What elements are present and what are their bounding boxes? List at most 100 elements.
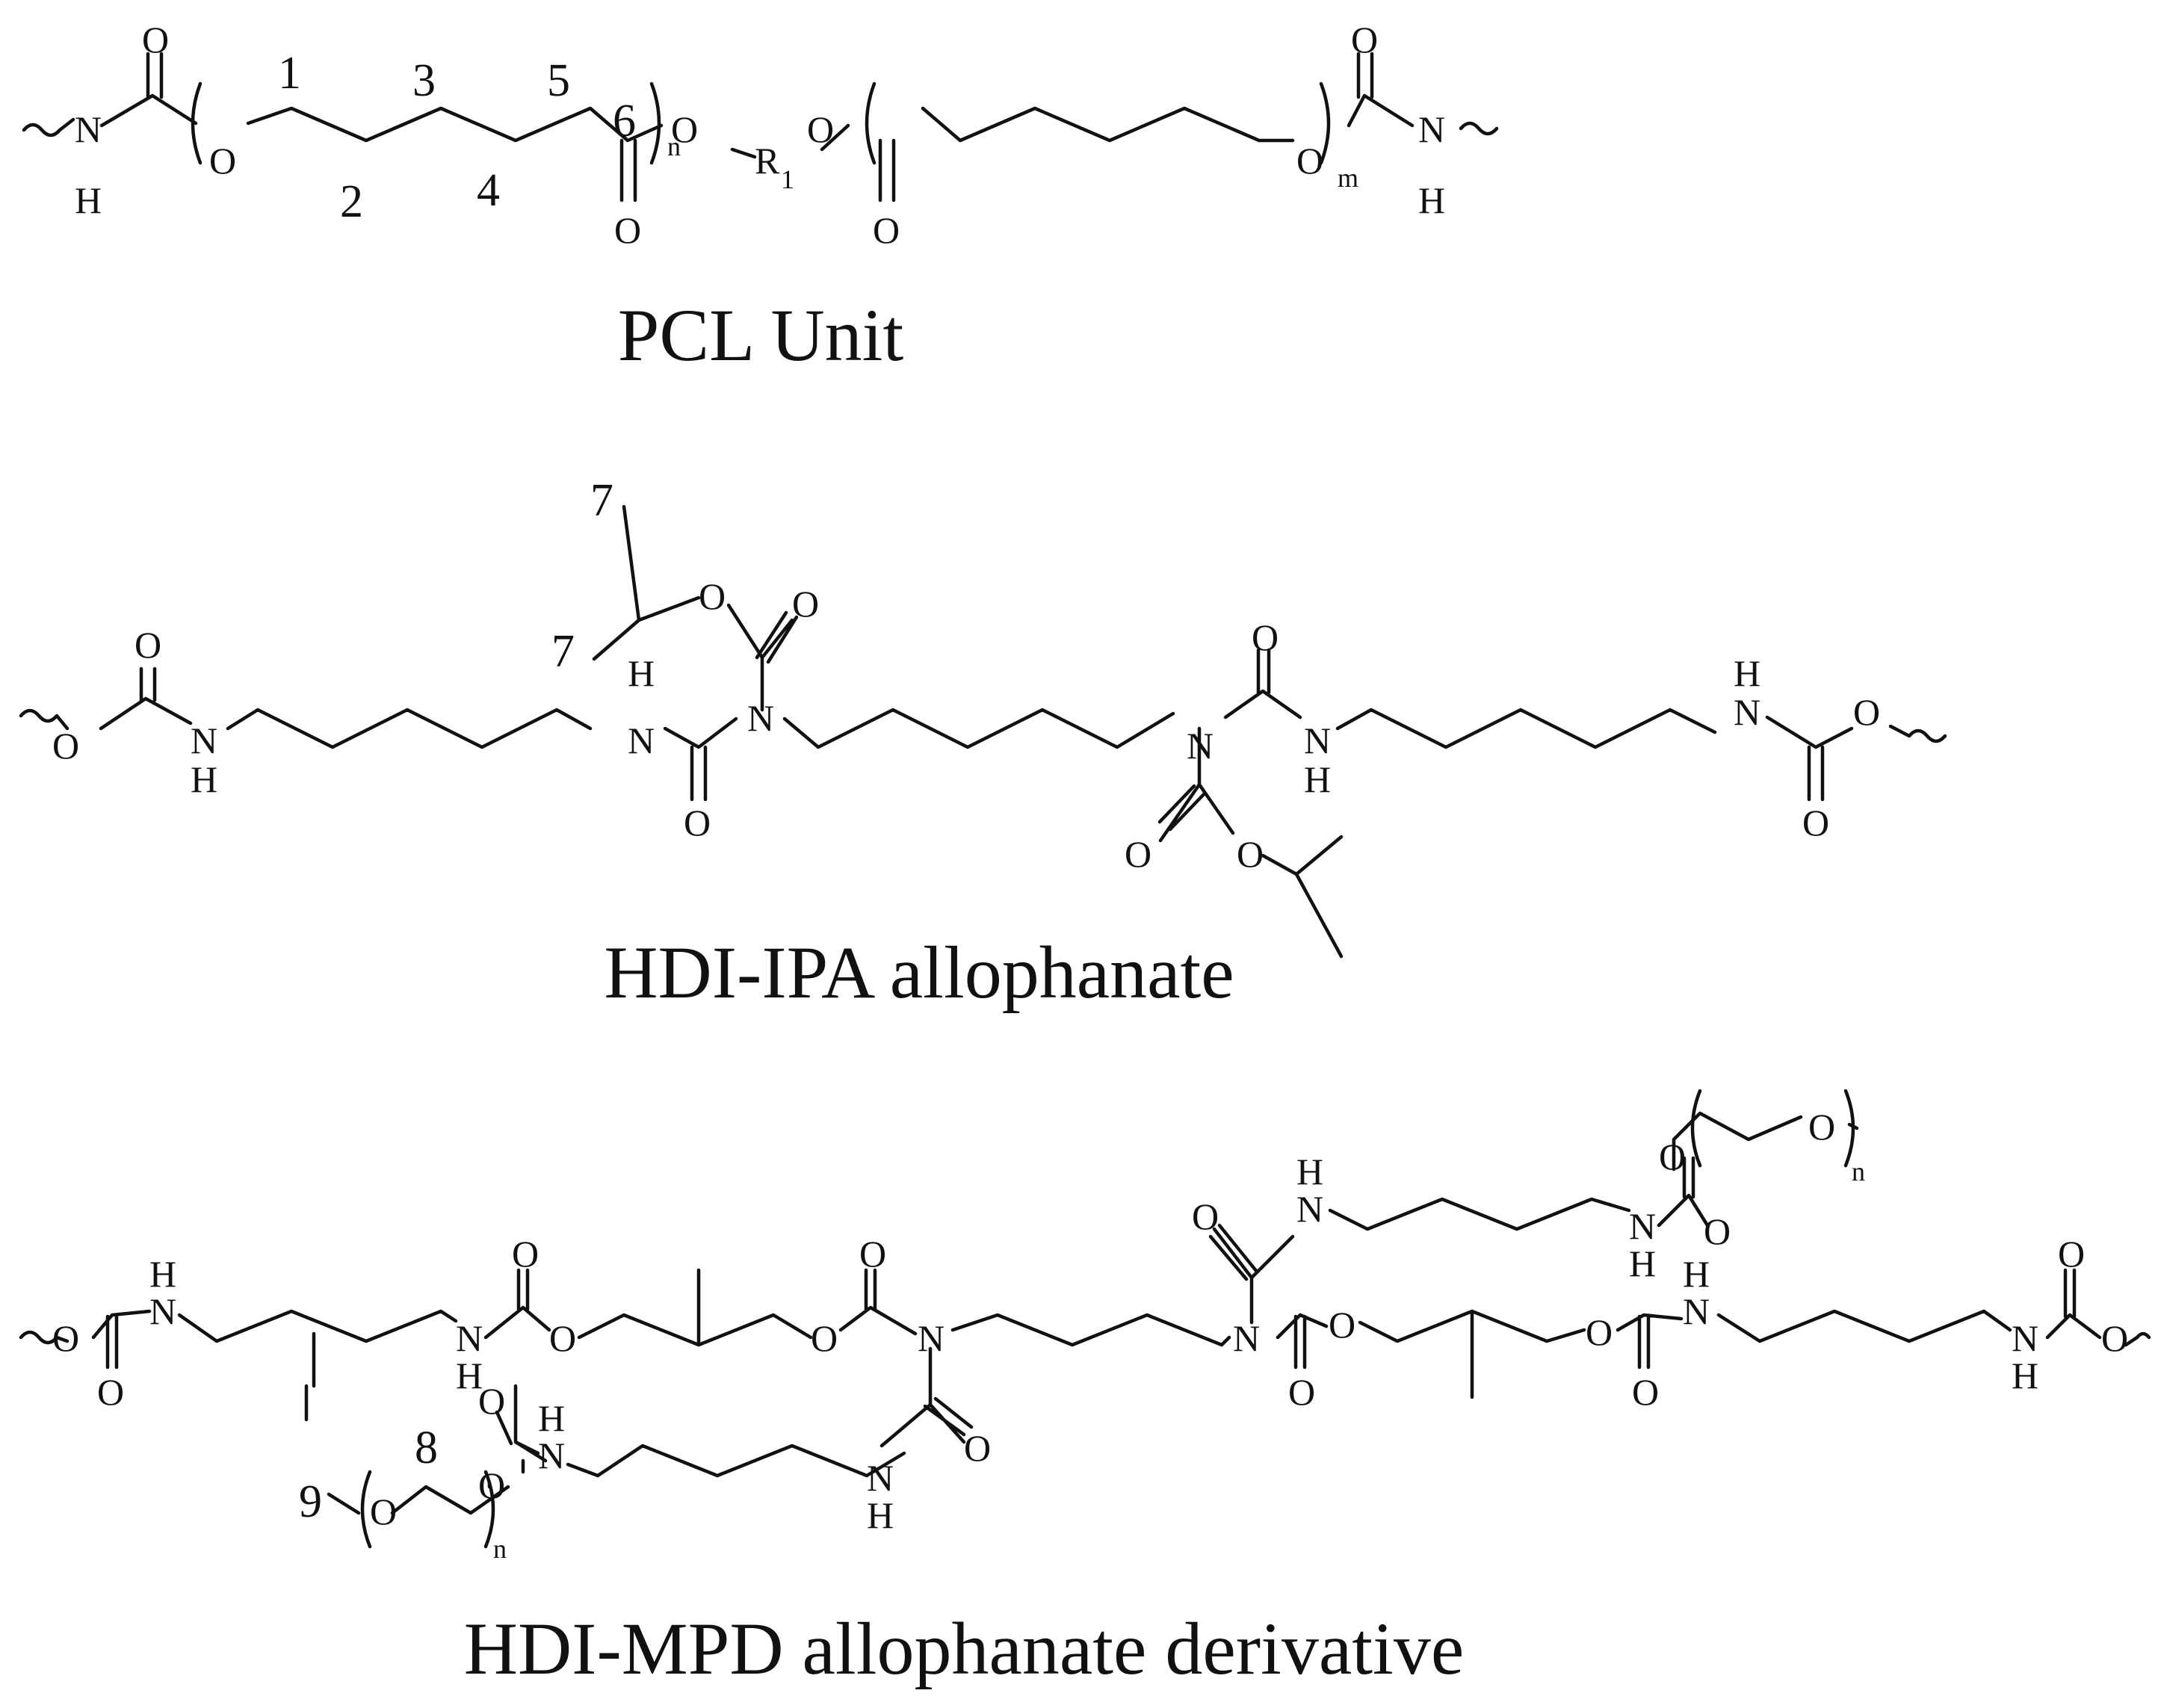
mpd-subscript-n-right: n [1852,1157,1865,1186]
pcl-unit-structure: N H O O O n O R 1 O O O m O N H 1 2 3 4 … [22,19,1499,251]
pcl-o-ester-right: O [1296,140,1323,182]
ipa-o-carbonyl-3: O [792,583,819,625]
pcl-h-left: H [75,179,102,221]
mpd-o-peg-left: O [370,1491,397,1532]
mpd-h-4: H [538,1397,565,1439]
mpd-peg-bonds [327,1458,525,1515]
mpd-n-allophanate-1: N [918,1317,945,1359]
mpd-o-ester-5: O [1329,1304,1355,1346]
caption-pcl-unit: PCL Unit [618,294,904,377]
ipa-h-2: H [628,652,655,694]
hdi-mpd-allophanate-structure: O O N H N H O O O O N O N H N H O O O n … [19,1089,2151,1564]
mpd-h-7: H [1683,1253,1710,1295]
ipa-h-3: H [1304,758,1331,800]
mpd-o-carbonyl-6: O [1192,1195,1219,1237]
pcl-bracket-m-open [865,81,877,165]
ipa-o-carbonyl-6: O [1802,802,1829,844]
pcl-label-5: 5 [547,55,570,106]
ipa-h-1: H [191,758,217,800]
mpd-o-carbonyl-8: O [1288,1371,1315,1413]
ipa-n-allophanate-2: N [1187,725,1214,767]
caption-hdi-mpd-allophanate-derivative: HDI-MPD allophanate derivative [464,1607,1464,1690]
ipa-label-7-bottom: 7 [551,626,575,677]
mpd-n-3: N [867,1457,894,1499]
ipa-n-3: N [1304,720,1331,761]
ipa-n-1: N [191,720,217,761]
pcl-n-right: N [1418,108,1445,150]
pcl-label-2: 2 [340,176,363,227]
mpd-o-ester-6: O [1586,1311,1613,1353]
mpd-label-9: 9 [299,1476,322,1527]
mpd-o-peg-right: O [1808,1106,1835,1148]
ipa-n-allophanate-1: N [747,697,774,739]
mpd-o-left: O [52,1317,79,1359]
mpd-n-8: N [2012,1317,2038,1359]
pcl-subscript-n: n [667,131,681,161]
mpd-o-ester-2: O [811,1317,838,1359]
mpd-o-carbonyl-4: O [964,1427,991,1469]
mpd-h-3: H [867,1494,894,1536]
mpd-subscript-n-left: n [493,1534,507,1564]
ipa-o-left: O [52,725,79,767]
pcl-label-6: 6 [613,96,636,146]
ipa-o-ester-2: O [1237,833,1264,875]
pcl-r-group: R [755,140,780,182]
hdi-ipa-allophanate-structure: O O N H N H O N O O 7 7 N O O O N H N H … [19,475,1947,959]
mpd-o-ester-3: O [478,1464,505,1506]
mpd-h-1: H [149,1253,176,1295]
pcl-o-ester-r1-left: O [671,108,698,150]
pcl-o-ester-r1-right: O [807,108,834,150]
mpd-o-ester-1: O [549,1317,576,1359]
mpd-o-carbonyl-10: O [2058,1233,2085,1275]
mpd-n-5: N [1296,1188,1323,1230]
mpd-n-allophanate-2: N [1233,1317,1260,1359]
mpd-n-1: N [149,1290,176,1332]
pcl-o-carbonyl-left: O [142,19,169,61]
ipa-n-2: N [628,720,655,761]
pcl-subscript-m: m [1338,163,1358,193]
mpd-h-6: H [1629,1243,1656,1284]
mpd-n-2: N [456,1317,483,1359]
ipa-o-carbonyl-4: O [1125,833,1151,875]
mpd-label-8: 8 [415,1423,438,1473]
ipa-o-carbonyl-1: O [135,624,161,666]
mpd-o-carbonyl-1: O [97,1371,124,1413]
mpd-o-carbonyl-3: O [859,1233,886,1275]
mpd-bracket-right-open [1690,1089,1702,1168]
pcl-r-subscript: 1 [781,164,794,194]
mpd-bracket-right-close [1843,1089,1855,1168]
pcl-label-1: 1 [278,48,301,99]
mpd-bonds [19,1111,2151,1489]
ipa-bonds [19,504,1947,959]
pcl-o-carbonyl-right: O [873,209,900,251]
pcl-o-carbonyl-6: O [614,209,641,251]
pcl-h-right: H [1418,179,1445,221]
mpd-o-carbonyl-9: O [1632,1371,1659,1413]
pcl-label-3: 3 [412,55,436,106]
mpd-o-carbonyl-2: O [512,1233,539,1275]
ipa-o-carbonyl-2: O [684,802,711,844]
ipa-o-ester-1: O [699,575,726,617]
ipa-h-4: H [1734,652,1760,694]
mpd-o-carbonyl-7: O [1704,1210,1731,1252]
pcl-o-carbonyl-end: O [1351,19,1378,61]
ipa-n-4: N [1734,691,1760,733]
pcl-label-4: 4 [477,165,500,216]
ipa-o-carbonyl-5: O [1252,616,1279,658]
caption-hdi-ipa-allophanate: HDI-IPA allophanate [604,931,1234,1014]
pcl-bonds [22,52,1499,202]
mpd-n-4: N [538,1435,565,1476]
mpd-h-8: H [2012,1355,2038,1396]
mpd-h-5: H [1296,1151,1323,1192]
mpd-h-2: H [456,1355,483,1396]
ipa-o-right: O [1853,691,1880,733]
ipa-label-7-top: 7 [590,475,613,526]
mpd-bracket-left-open [360,1470,372,1549]
pcl-bracket-n-close [649,81,661,165]
mpd-n-6: N [1629,1205,1656,1247]
pcl-o-ester-left: O [209,140,236,182]
mpd-o-carbonyl-5: O [478,1380,505,1422]
pcl-bracket-n-open [191,81,203,165]
mpd-o-ester-4: O [1659,1136,1686,1178]
